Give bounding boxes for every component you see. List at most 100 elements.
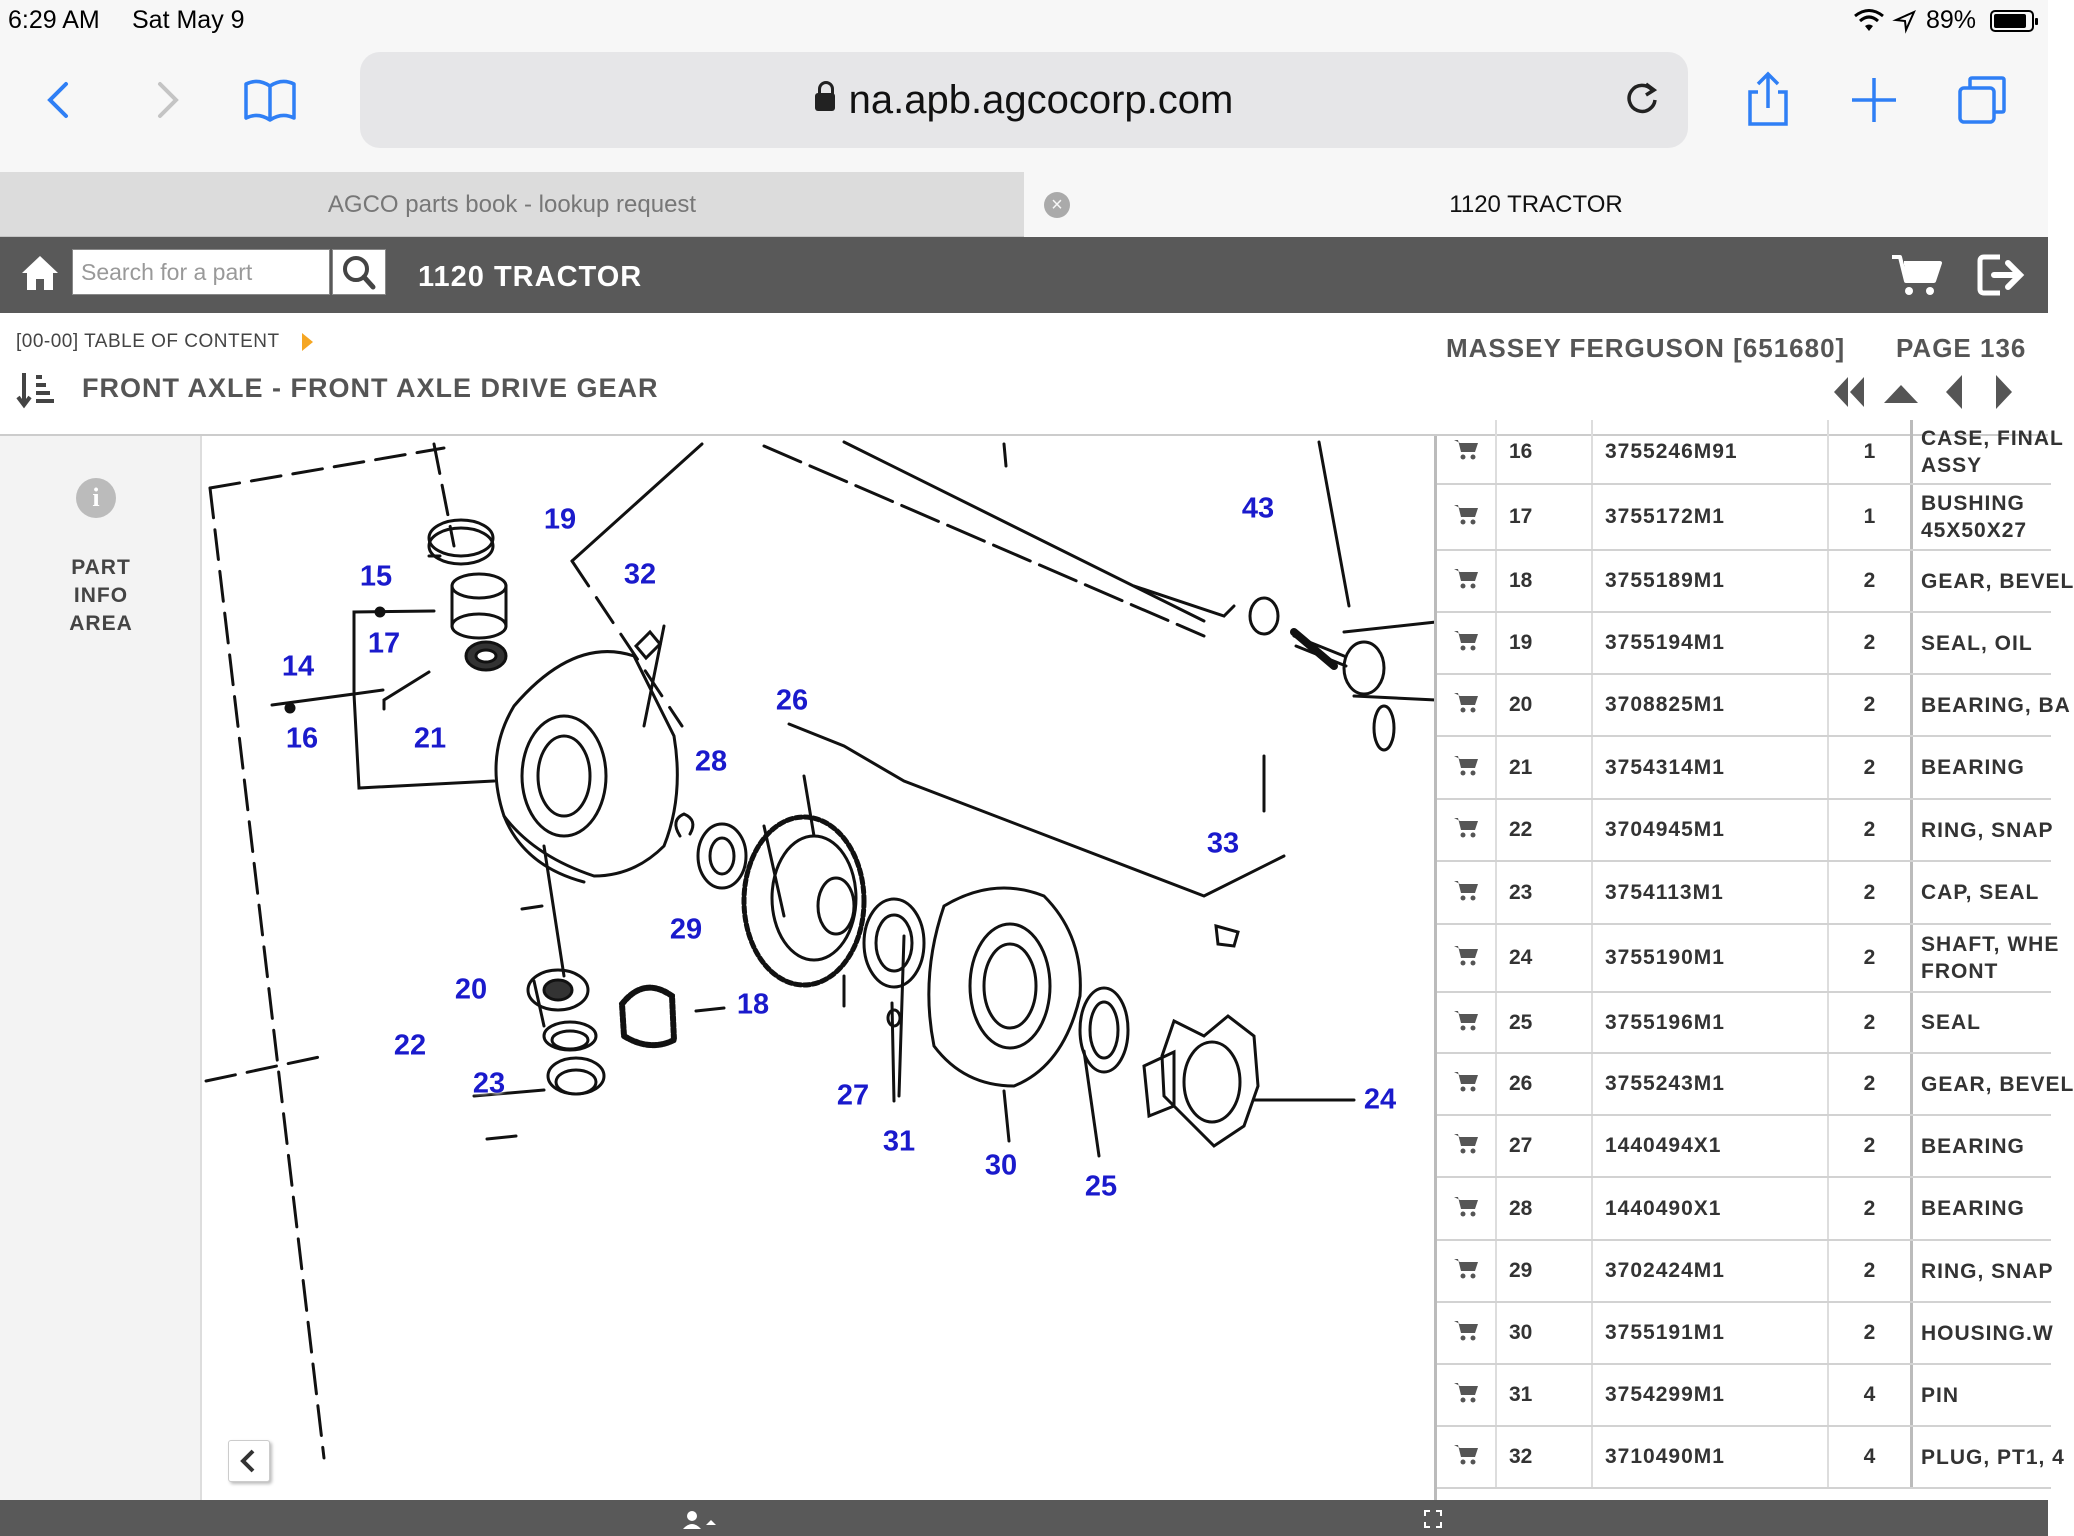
add-to-cart-button[interactable] — [1437, 1178, 1497, 1239]
add-to-cart-button[interactable] — [1437, 1241, 1497, 1301]
part-number-cell[interactable]: 3755189M1 — [1593, 551, 1829, 611]
callout-31[interactable]: 31 — [882, 1125, 916, 1158]
add-to-cart-button[interactable] — [1437, 1427, 1497, 1487]
add-to-cart-button[interactable] — [1437, 1303, 1497, 1363]
add-to-cart-button[interactable] — [1437, 1116, 1497, 1176]
part-search-input[interactable] — [72, 249, 330, 295]
share-icon[interactable] — [1738, 70, 1798, 130]
reload-icon[interactable] — [1620, 76, 1664, 120]
part-number-cell[interactable]: 3755194M1 — [1593, 613, 1829, 673]
callout-16[interactable]: 16 — [285, 722, 319, 755]
shopping-cart-icon[interactable] — [1890, 251, 1942, 299]
user-menu-icon[interactable] — [680, 1510, 720, 1530]
up-icon[interactable] — [1882, 373, 1920, 411]
part-number-cell[interactable]: 3755191M1 — [1593, 1303, 1829, 1363]
back-icon[interactable] — [30, 70, 90, 130]
callout-23[interactable]: 23 — [472, 1067, 506, 1100]
callout-26[interactable]: 26 — [775, 684, 809, 717]
tabs-overview-icon[interactable] — [1952, 70, 2012, 130]
add-to-cart-button[interactable] — [1437, 993, 1497, 1052]
callout-25[interactable]: 25 — [1084, 1170, 1118, 1203]
part-number-cell[interactable]: 3754314M1 — [1593, 737, 1829, 798]
breadcrumb-arrow-icon[interactable] — [302, 333, 313, 351]
callout-32[interactable]: 32 — [623, 558, 657, 591]
add-to-cart-button[interactable] — [1437, 925, 1497, 991]
bookmarks-icon[interactable] — [240, 70, 300, 130]
add-to-cart-button[interactable] — [1437, 485, 1497, 549]
part-number-cell[interactable]: 3710490M1 — [1593, 1427, 1829, 1487]
info-icon[interactable]: i — [76, 478, 116, 518]
tab-active[interactable]: × 1120 TRACTOR — [1024, 172, 2048, 237]
callout-22[interactable]: 22 — [393, 1029, 427, 1062]
part-number-cell[interactable]: 3708825M1 — [1593, 675, 1829, 735]
add-to-cart-button[interactable] — [1437, 1054, 1497, 1114]
add-to-cart-button[interactable] — [1437, 551, 1497, 611]
tab-lookup-request[interactable]: AGCO parts book - lookup request — [327, 190, 697, 218]
part-number-cell[interactable]: 3755243M1 — [1593, 1054, 1829, 1114]
add-to-cart-button[interactable] — [1437, 862, 1497, 923]
add-to-cart-button[interactable] — [1437, 675, 1497, 735]
first-page-icon[interactable] — [1830, 373, 1868, 411]
callout-19[interactable]: 19 — [543, 503, 577, 536]
part-number-cell[interactable]: 3755190M1 — [1593, 925, 1829, 991]
callout-17[interactable]: 17 — [367, 627, 401, 660]
add-to-cart-button[interactable] — [1437, 737, 1497, 798]
part-number-cell[interactable]: 3755196M1 — [1593, 993, 1829, 1052]
part-number-cell[interactable]: 3755172M1 — [1593, 485, 1829, 549]
sort-icon[interactable] — [16, 369, 56, 409]
callout-18[interactable]: 18 — [736, 988, 770, 1021]
callout-28[interactable]: 28 — [694, 745, 728, 778]
collapse-button[interactable] — [228, 1440, 270, 1482]
callout-43[interactable]: 43 — [1241, 492, 1275, 525]
breadcrumb[interactable]: [00-00] TABLE OF CONTENT — [16, 331, 280, 352]
callout-29[interactable]: 29 — [669, 913, 703, 946]
part-number-cell[interactable]: 1440490X1 — [1593, 1178, 1829, 1239]
home-icon[interactable] — [18, 251, 62, 295]
add-to-cart-button[interactable] — [1437, 1365, 1497, 1425]
callout-33[interactable]: 33 — [1206, 827, 1240, 860]
new-tab-icon[interactable] — [1844, 70, 1904, 130]
logout-icon[interactable] — [1976, 251, 2032, 299]
address-bar[interactable]: na.apb.agcocorp.com — [360, 52, 1688, 148]
part-number-cell[interactable]: 3754299M1 — [1593, 1365, 1829, 1425]
previous-page-icon[interactable] — [1934, 373, 1972, 411]
callout-27[interactable]: 27 — [836, 1079, 870, 1112]
part-number-cell[interactable]: 3755246M91 — [1593, 420, 1829, 483]
callout-15[interactable]: 15 — [359, 560, 393, 593]
callout-14[interactable]: 14 — [281, 650, 315, 683]
add-to-cart-button[interactable] — [1437, 613, 1497, 673]
part-number-cell[interactable]: 1440494X1 — [1593, 1116, 1829, 1176]
callout-21[interactable]: 21 — [413, 722, 447, 755]
part-number-cell[interactable]: 3704945M1 — [1593, 800, 1829, 860]
part-number-cell[interactable]: 3702424M1 — [1593, 1241, 1829, 1301]
next-page-icon[interactable] — [1986, 373, 2024, 411]
add-to-cart-button[interactable] — [1437, 800, 1497, 860]
location-arrow-icon — [1892, 9, 1916, 34]
fullscreen-icon[interactable] — [1424, 1510, 1442, 1528]
forward-icon[interactable] — [136, 70, 196, 130]
tab-close-icon[interactable]: × — [1044, 192, 1070, 218]
add-to-cart-button[interactable] — [1437, 420, 1497, 483]
callout-20[interactable]: 20 — [454, 973, 488, 1006]
part-number-cell[interactable]: 3754113M1 — [1593, 862, 1829, 923]
callout-30[interactable]: 30 — [984, 1149, 1018, 1182]
callout-24[interactable]: 24 — [1363, 1083, 1397, 1116]
search-button[interactable] — [332, 249, 386, 295]
